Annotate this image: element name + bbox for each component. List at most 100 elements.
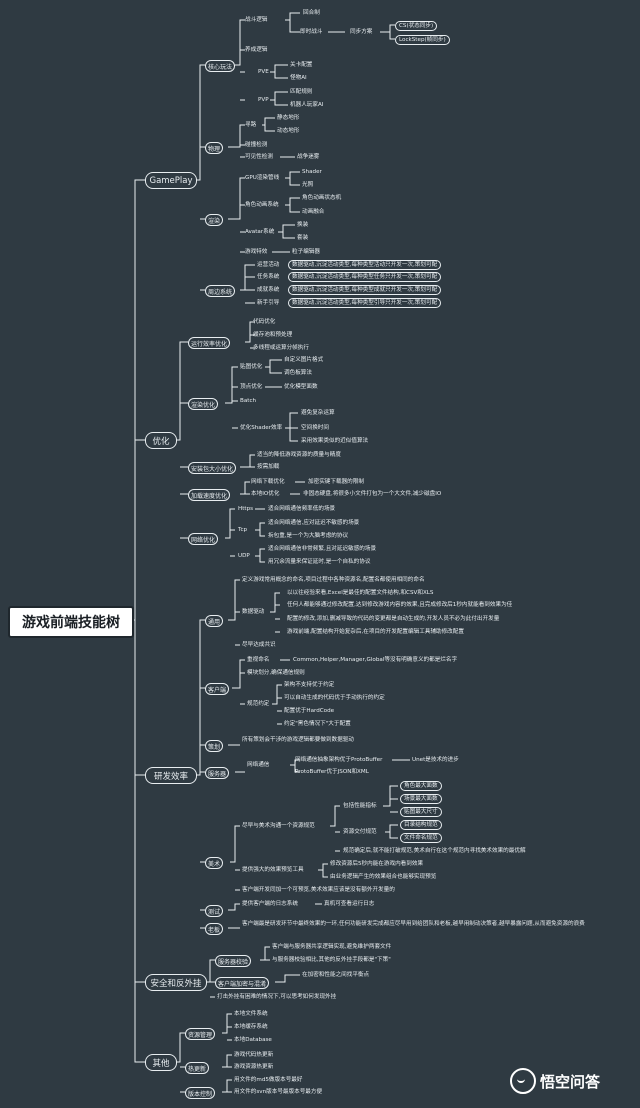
udp: UDP	[238, 553, 250, 559]
node-loading[interactable]: 加载速度优化	[188, 489, 231, 501]
node-periphery[interactable]: 周边系统	[205, 285, 236, 297]
detect-cheat: 打击外挂有困难的情况下,可以思考如何发现外挂	[217, 994, 337, 1000]
lighting: 光照	[302, 182, 314, 188]
config-over-hardcode: 配置优于HardCode	[284, 708, 335, 714]
node-core[interactable]: 核心玩法	[205, 60, 236, 72]
branch-security[interactable]: 安全和反外挂	[145, 974, 207, 991]
preview-desc-2: 由业务逻辑产生的效果组合也能够实现预览	[330, 874, 437, 880]
version-svn: 用文件的svn版本号最版本号最方便	[234, 1089, 323, 1095]
dd-desc-1: 以以往经验来看,Excel是最佳的配置文件结构,和CSV和XLS	[287, 590, 434, 596]
gpu-pipeline: GPU渲染管线	[245, 175, 280, 181]
monster-ai: 怪物AI	[290, 75, 307, 81]
dir-spec: 目录结构规范	[400, 820, 442, 830]
guide-desc: 数据驱动,沉淀活动类型,每种类型引导只开发一次,策划可配	[288, 298, 442, 308]
server-check-2: 与服务器校验相比,其他的反外挂手段都是"下策"	[272, 957, 391, 963]
approx-algo: 采用效果类似的近似值算法	[301, 438, 369, 444]
avatar-system: Avatar系统	[245, 229, 275, 235]
node-client[interactable]: 客户端	[205, 683, 230, 695]
bot-ai: 机器人玩家AI	[290, 102, 324, 108]
local-file-sys: 本地文件系统	[234, 1011, 268, 1017]
plan-desc: 所有策划会干涉的游戏逻辑都要做到数据驱动	[242, 737, 354, 743]
naming-matters-desc: Common,Helper,Manager,Global等没有明确意义的都是烂名…	[293, 657, 458, 663]
res-quality: 适当的降低游戏资源的质量与精度	[257, 452, 341, 458]
game-fx: 游戏特效	[245, 249, 268, 255]
watermark-text: 悟空问答	[540, 1072, 601, 1091]
node-server-check[interactable]: 服务器校验	[215, 955, 252, 967]
collision: 碰撞检测	[245, 142, 268, 148]
rule-convention: 规范约定	[247, 701, 270, 707]
newbie-guide: 新手引导	[257, 300, 280, 306]
local-database: 本地Database	[234, 1037, 272, 1043]
pvp: PVP	[258, 97, 269, 103]
naming-desc: 定义游戏常用概念的命名,项目过程中各种资源名,配置名都使用相同的命名	[242, 577, 425, 583]
avoid-complex: 避免复杂运算	[301, 410, 335, 416]
branch-optimize[interactable]: 优化	[145, 432, 177, 449]
node-render[interactable]: 渲染	[205, 214, 224, 226]
node-network[interactable]: 网络优化	[188, 533, 219, 545]
node-boss[interactable]: 老板	[205, 923, 224, 935]
local-cache-sys: 本地缓存系统	[234, 1024, 268, 1030]
device-log: 真机可查看运行日志	[324, 901, 375, 907]
download-limit: 加密实键下载器的限制	[308, 479, 364, 485]
nurture-logic: 养成逻辑	[245, 47, 268, 53]
boss-desc: 客户端最是研发环节中最终效果的一环,任何功能研发完成都应尽早用到给团队和老板,越…	[242, 921, 585, 927]
root-node[interactable]: 游戏前端技能树	[8, 606, 134, 638]
perf-metrics: 包括性能指标	[343, 803, 377, 809]
activity-desc: 数据驱动,沉淀活动类型,每种类型活动只开发一次,策划可配	[288, 260, 442, 270]
net-comm: 网络通信	[247, 762, 270, 768]
node-common[interactable]: 通用	[205, 615, 224, 627]
combat-logic: 战斗逻辑	[245, 17, 268, 23]
cs-sync: CS(状态同步)	[395, 21, 438, 31]
static-terrain: 静态地形	[277, 115, 300, 121]
dynamic-terrain: 动态地形	[277, 128, 300, 134]
particle-editor: 粒子编辑器	[292, 249, 320, 255]
palette-algo: 调色板算法	[284, 370, 312, 376]
local-io: 本地IO优化	[251, 491, 280, 497]
node-client-encrypt[interactable]: 客户端加密与混淆	[215, 977, 270, 989]
node-physics[interactable]: 物理	[205, 142, 224, 154]
node-version[interactable]: 版本控制	[185, 1087, 216, 1099]
cache-pool: 缓存池和预处理	[253, 332, 293, 338]
node-res-mgr[interactable]: 资源管理	[185, 1028, 216, 1040]
anim-system: 角色动画系统	[245, 202, 279, 208]
art-spec: 尽早与美术沟通一个资源规范	[242, 823, 315, 829]
node-render-opt[interactable]: 渲染优化	[188, 398, 219, 410]
anim-state-machine: 角色动画状态机	[302, 195, 342, 201]
code-hotfix: 游戏代码热更新	[234, 1052, 274, 1058]
vertex-opt: 顶点优化	[240, 384, 263, 390]
node-hotfix[interactable]: 热更新	[185, 1062, 210, 1074]
on-demand-load: 按需加载	[257, 464, 280, 470]
disk-io-desc: 非固态硬盘,将很多小文件打包为一个大文件,减少磁盘IO	[303, 491, 442, 497]
res-hotfix: 游戏资源热更新	[234, 1064, 274, 1070]
sync-scheme: 同步方案	[350, 29, 373, 35]
wukong-logo-icon	[510, 1068, 536, 1094]
server-check-1: 客户端与服务器共享逻辑实现,避免维护两套文件	[272, 944, 392, 950]
max-scene-faces: 场景最大面数	[400, 794, 442, 804]
https: Https	[238, 506, 254, 512]
anim-blend: 动画融合	[302, 209, 325, 215]
client-log: 提供客户端的日志系统	[242, 901, 298, 907]
arch-over-rule: 架构不支持优于约定	[284, 682, 335, 688]
branch-other[interactable]: 其他	[145, 1054, 177, 1071]
level-config: 关卡配置	[290, 62, 313, 68]
node-pkg-size[interactable]: 安装包大小优化	[188, 462, 237, 474]
node-art[interactable]: 美术	[205, 857, 224, 869]
https-desc: 适合网络通信频率低的场景	[268, 506, 336, 512]
asset-delivery-spec: 资源交付规范	[343, 829, 377, 835]
node-test[interactable]: 测试	[205, 905, 224, 917]
dd-desc-4: 游戏前端,配置结构开始复杂后,在项目的开发配置编辑工具辅助修改配置	[287, 629, 464, 635]
node-server[interactable]: 服务器	[205, 767, 230, 779]
autogen-over-rule: 可以自动生成的代码优于手动执行的约定	[284, 695, 385, 701]
visibility: 可见性检测	[245, 154, 273, 160]
preview-tool: 提供强大的效果预览工具	[242, 867, 304, 873]
consensus: 尽早达成共识	[242, 642, 276, 648]
pathfinding: 寻路	[245, 122, 257, 128]
udp-desc-2: 用冗余流量来保证延时,是一个自私的协议	[268, 559, 371, 565]
node-runtime[interactable]: 运行效率优化	[188, 337, 231, 349]
quest-desc: 数据驱动,沉淀活动类型,每种类型任务只开发一次,策划可配	[288, 272, 442, 282]
branch-efficiency[interactable]: 研发效率	[145, 767, 197, 784]
node-plan[interactable]: 策划	[205, 740, 224, 752]
batch: Batch	[240, 398, 257, 404]
proto-desc-2: ProtoBuffer优于JSON和XML	[295, 769, 369, 775]
branch-gameplay[interactable]: GamePlay	[145, 172, 197, 189]
